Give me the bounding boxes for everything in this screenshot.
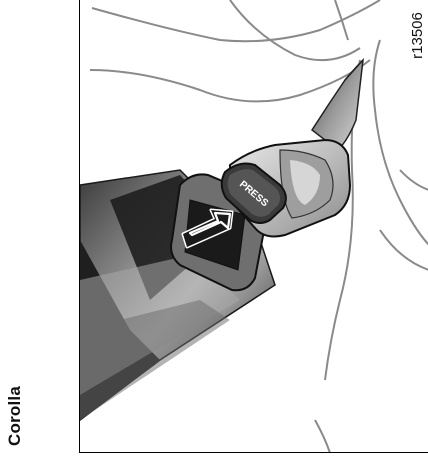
- figure-id-text: r13506: [409, 12, 426, 59]
- side-label: Corolla: [4, 372, 26, 460]
- side-label-text: Corolla: [5, 386, 25, 446]
- illustration-frame: PRESS r13506: [79, 0, 428, 453]
- seatbelt-buckle-illustration: PRESS: [80, 0, 428, 453]
- figure-id: r13506: [408, 4, 426, 66]
- shoulder-belt: [312, 60, 363, 150]
